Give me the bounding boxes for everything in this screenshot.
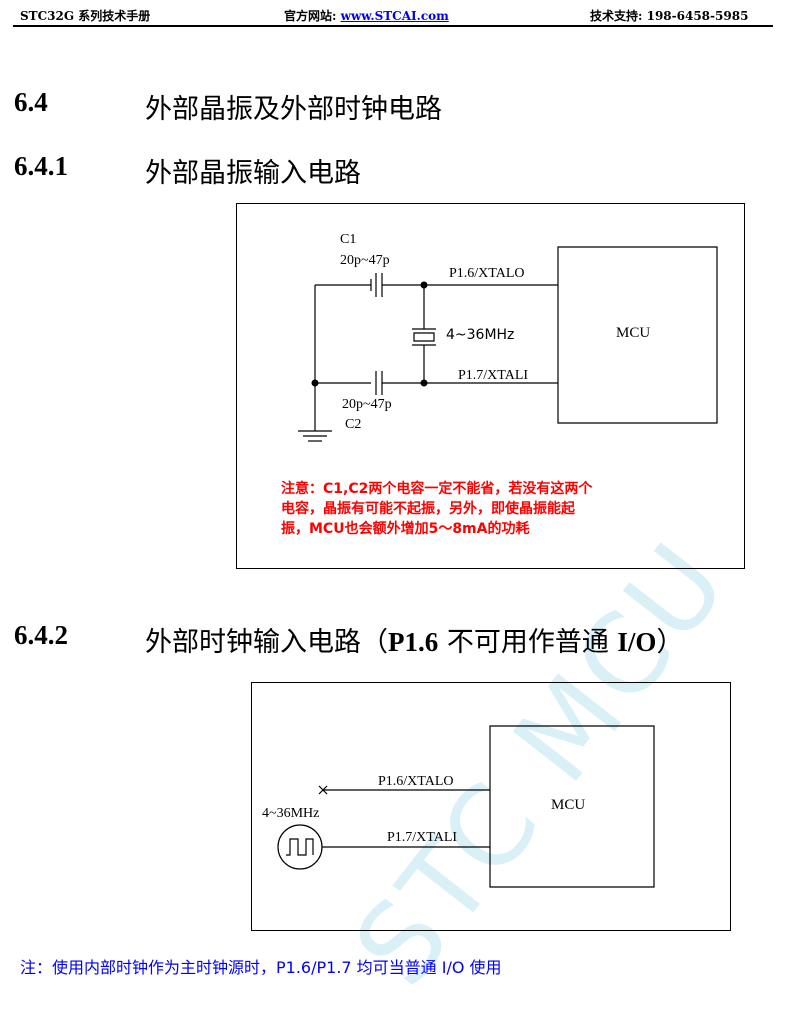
- header-rule: [13, 25, 773, 27]
- footer-note: 注：使用内部时钟作为主时钟源时，P1.6/P1.7 均可当普通 I/O 使用: [20, 958, 502, 977]
- mcu-box-1: [558, 247, 717, 423]
- title-part-3: 不可用作普通: [438, 627, 618, 658]
- title-part-2: P1.6: [388, 627, 439, 657]
- warning-line-1: 注意：C1,C2两个电容一定不能省，若没有这两个: [281, 481, 593, 497]
- warning-note: 注意：C1,C2两个电容一定不能省，若没有这两个 电容，晶振有可能不起振，另外，…: [281, 479, 592, 539]
- clock-circuit-schematic: [251, 682, 731, 931]
- section-number: 6.4: [14, 87, 48, 117]
- mcu-box-2: [490, 726, 654, 887]
- title-part-4: I/O: [617, 627, 657, 657]
- c1-name: C1: [340, 232, 357, 247]
- header-website: 官方网站: www.STCAI.com: [284, 7, 449, 24]
- clock-circuit-diagram: [251, 682, 731, 931]
- mcu-label-2: MCU: [551, 797, 586, 813]
- pin-xtali-label-2: P1.7/XTALI: [387, 830, 458, 845]
- crystal-frequency: 4~36MHz: [446, 327, 515, 343]
- header-support: 技术支持: 198-6458-5985: [590, 9, 749, 23]
- pin-xtalo-label-1: P1.6/XTALO: [449, 266, 525, 281]
- square-wave-icon: [286, 839, 313, 855]
- subsection-title: 外部晶振输入电路: [145, 158, 361, 189]
- warning-line-3: 振，MCU也会额外增加5～8mA的功耗: [281, 521, 530, 537]
- pin-xtali-label-1: P1.7/XTALI: [458, 368, 529, 383]
- c2-name: C2: [345, 417, 362, 432]
- crystal-circuit-schematic: [236, 203, 745, 569]
- section-title: 外部晶振及外部时钟电路: [145, 94, 442, 125]
- crystal-circuit-diagram: [236, 203, 745, 569]
- subsection-number: 6.4.1: [14, 151, 68, 181]
- oscillator-frequency: 4~36MHz: [262, 806, 320, 821]
- title-part-5: ）: [656, 627, 684, 658]
- warning-line-2: 电容，晶振有可能不起振，另外，即使晶振能起: [281, 501, 575, 517]
- c2-value: 20p~47p: [342, 397, 392, 412]
- subsection-title-2: 外部时钟输入电路（P1.6 不可用作普通 I/O）: [145, 620, 683, 659]
- c1-value: 20p~47p: [340, 253, 390, 268]
- header-manual-title: STC32G 系列技术手册: [20, 9, 151, 23]
- mcu-label-1: MCU: [616, 325, 651, 341]
- crystal-icon: [414, 333, 434, 341]
- oscillator-icon: [278, 825, 322, 869]
- pin-xtalo-label-2: P1.6/XTALO: [378, 774, 454, 789]
- subsection-number-2: 6.4.2: [14, 620, 68, 650]
- title-part-1: 外部时钟输入电路（: [145, 627, 388, 658]
- header-website-label: 官方网站:: [284, 9, 341, 23]
- header-website-link[interactable]: www.STCAI.com: [340, 9, 449, 23]
